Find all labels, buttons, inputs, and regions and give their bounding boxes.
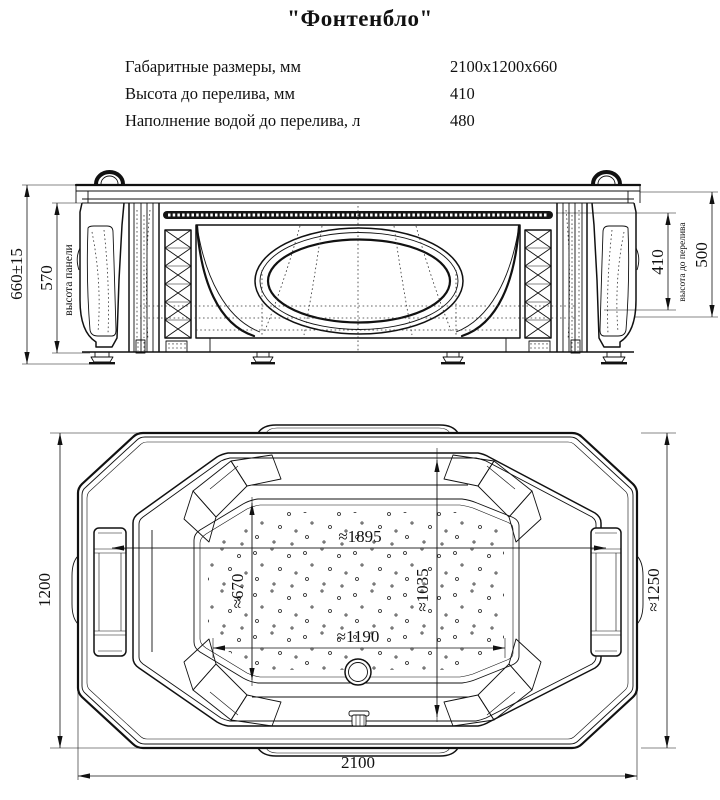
dim-width-overall: ≈1250 — [641, 432, 676, 749]
spec-row: Габаритные размеры, мм 2100x1200x660 — [125, 57, 645, 84]
svg-text:1200: 1200 — [35, 573, 54, 607]
rim-inner-edge — [132, 452, 602, 727]
dim-inner-width-right: ≈1035 — [413, 448, 440, 722]
lattice-column — [164, 229, 192, 339]
svg-text:≈670: ≈670 — [228, 574, 247, 609]
page-title: "Фонтенбло" — [287, 6, 433, 31]
drain — [344, 658, 372, 686]
spec-row: Наполнение водой до перелива, л 480 — [125, 111, 645, 138]
spec-label: Высота до перелива, мм — [125, 84, 295, 103]
dim-length: 2100 — [77, 692, 638, 780]
spec-value: 2100x1200x660 — [450, 57, 558, 76]
spec-label: Габаритные размеры, мм — [125, 57, 301, 76]
svg-text:≈1035: ≈1035 — [413, 568, 432, 611]
adjustable-foot — [89, 351, 115, 365]
headrest-right — [590, 527, 622, 657]
dim-overflow-height: 500 410 высота до перелива — [556, 191, 718, 318]
dim-inner-length: ≈1895 — [112, 527, 606, 551]
handle-right — [591, 170, 622, 186]
front-panel — [195, 224, 521, 352]
top-view: 1200 ≈1250 2100 ≈1895 ≈1190 — [35, 424, 676, 780]
corner-seat — [443, 638, 542, 727]
dim-inner-width-left: ≈670 — [228, 497, 255, 686]
adjustable-foot — [251, 351, 275, 365]
svg-text:2100: 2100 — [341, 753, 375, 772]
headrest-left — [93, 527, 127, 657]
end-column-assembly — [76, 202, 275, 365]
jet-dots — [208, 512, 504, 670]
svg-text:≈1250: ≈1250 — [644, 568, 663, 611]
svg-text:≈1895: ≈1895 — [338, 527, 381, 546]
outer-rim — [76, 431, 639, 750]
oval-medallion — [254, 227, 464, 335]
spec-value: 480 — [450, 111, 475, 130]
handle-left — [94, 170, 125, 186]
front-view: 660±15 570 высота панели 500 410 высота … — [7, 170, 718, 366]
spec-label: Наполнение водой до перелива, л — [125, 111, 361, 130]
corner-seat — [183, 454, 282, 543]
svg-text:570: 570 — [37, 265, 56, 291]
spec-value: 410 — [450, 84, 475, 103]
svg-text:410: 410 — [648, 249, 667, 275]
corner-seat — [443, 454, 542, 543]
svg-text:≈1190: ≈1190 — [337, 627, 380, 646]
overflow-fitting — [348, 710, 370, 727]
svg-text:высота до перелива: высота до перелива — [678, 222, 688, 302]
spec-row: Высота до перелива, мм 410 — [125, 84, 645, 111]
corner-seat — [183, 638, 282, 727]
svg-text:500: 500 — [692, 242, 711, 268]
hidden-lines — [140, 206, 576, 352]
dim-inner-length-floor: ≈1190 — [212, 627, 506, 658]
dim-width: 1200 — [35, 432, 140, 749]
svg-text:660±15: 660±15 — [7, 248, 26, 300]
dim-overall-height: 660±15 570 высота панели — [7, 184, 100, 365]
svg-text:высота панели: высота панели — [63, 244, 75, 315]
rim-band — [74, 183, 642, 204]
